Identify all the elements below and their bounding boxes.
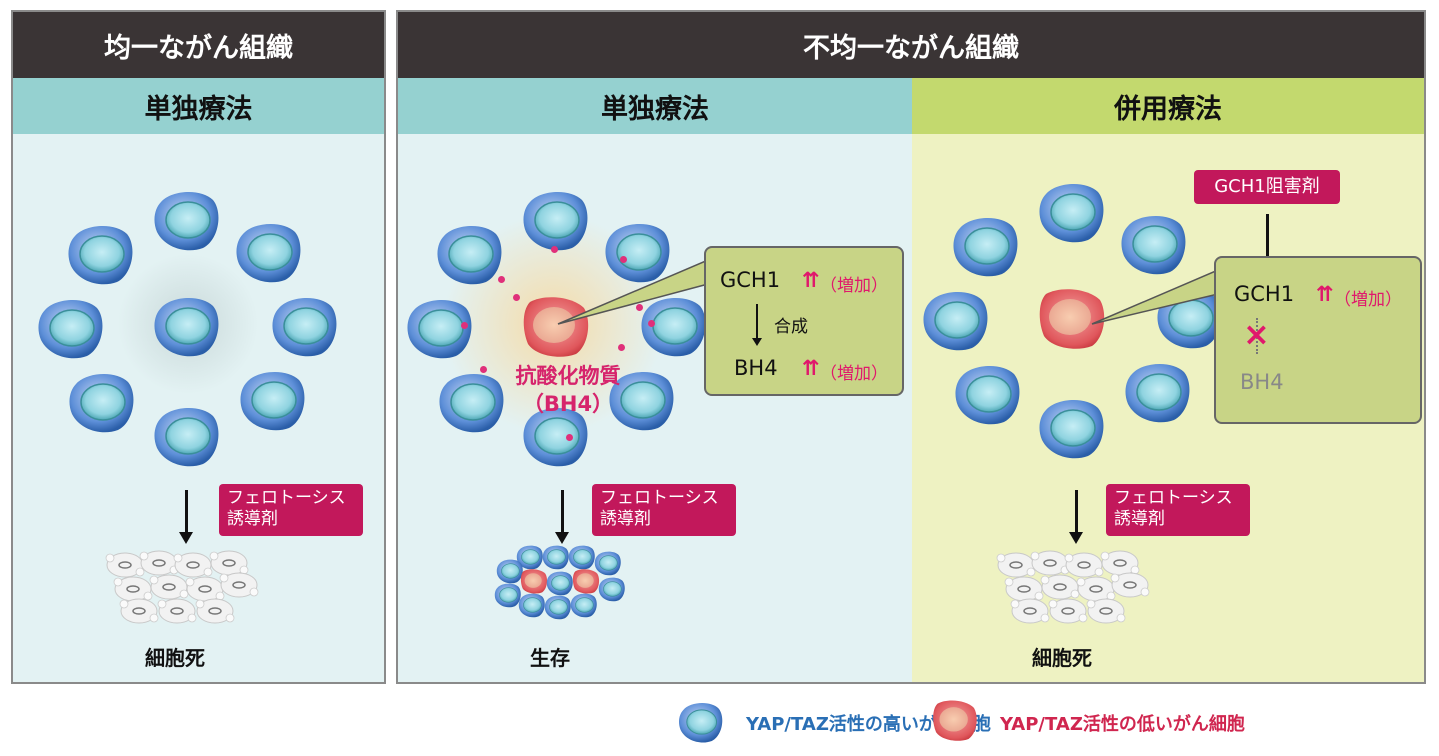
mono-therapy-body: 抗酸化物質 （BH4） GCH1 ⇈ （増加） 合成 BH4 ⇈ （増加） フェ…	[398, 134, 912, 682]
outcome-cell-death: 細胞死	[1032, 646, 1092, 670]
ferroptosis-inducer-label: フェロトーシス 誘導剤	[592, 484, 736, 536]
mono-therapy-header: 単独療法	[398, 78, 912, 134]
antioxidant-label-line1: 抗酸化物質	[515, 364, 621, 388]
blue-cell	[922, 291, 989, 352]
antioxidant-label-line2: （BH4）	[522, 392, 614, 416]
homogeneous-title: 均一ながん組織	[13, 12, 384, 78]
combo-therapy-body: GCH1阻害剤 GCH1 ⇈ （増加） × BH4 フェロトーシス 誘導剤 細胞…	[912, 134, 1424, 682]
increase-label: （増加）	[820, 276, 888, 296]
blue-cell	[952, 217, 1019, 278]
combo-therapy-header: 併用療法	[912, 78, 1424, 134]
blue-cell	[1124, 363, 1191, 424]
blue-cell	[271, 297, 338, 358]
gch1-inhibitor-label: GCH1阻害剤	[1194, 170, 1340, 204]
synthesis-label: 合成	[774, 317, 808, 337]
increase-label: （増加）	[1334, 290, 1402, 310]
dead-cells-cluster	[105, 550, 259, 624]
surviving-cells-cluster	[494, 545, 626, 620]
blue-cell	[67, 225, 134, 286]
combo-callout-box: GCH1 ⇈ （増加） × BH4	[1214, 256, 1422, 424]
legend-high-label: YAP/TAZ活性の高いがん細胞	[746, 714, 991, 735]
red-cell	[1039, 289, 1105, 349]
heterogeneous-title: 不均一ながん組織	[398, 12, 1424, 78]
blocked-symbol: ×	[1243, 315, 1270, 353]
blocked-synthesis-arrow	[1256, 318, 1258, 354]
legend-low-label: YAP/TAZ活性の低いがん細胞	[1000, 714, 1245, 735]
inhibition-line	[1266, 214, 1269, 258]
blue-cell	[1120, 215, 1187, 276]
blue-cell	[954, 365, 1021, 426]
blue-cell	[37, 299, 104, 360]
increase-label: （増加）	[820, 364, 888, 384]
outcome-cell-death: 細胞死	[145, 646, 205, 670]
synthesis-arrowhead	[752, 338, 762, 346]
mono-callout-box: GCH1 ⇈ （増加） 合成 BH4 ⇈ （増加）	[704, 246, 904, 396]
outcome-survival: 生存	[530, 646, 570, 670]
blue-cell	[239, 371, 306, 432]
blue-cell	[235, 223, 302, 284]
up-arrows-icon: ⇈	[1316, 282, 1334, 306]
heterogeneous-panel: 不均一ながん組織 単独療法 併用療法	[396, 10, 1426, 684]
blue-cell	[1038, 399, 1105, 460]
blue-cell	[68, 373, 135, 434]
homogeneous-cell-ring	[37, 191, 338, 468]
ferroptosis-inducer-label: フェロトーシス 誘導剤	[219, 484, 363, 536]
homogeneous-panel: 均一ながん組織 単独療法 フェロトーシス 誘導剤 細胞死	[11, 10, 386, 684]
up-arrows-icon: ⇈	[802, 268, 820, 292]
blue-cell	[438, 373, 505, 434]
gch1-label: GCH1	[720, 268, 781, 292]
blue-cell	[406, 299, 473, 360]
mono-cell-ring	[406, 191, 709, 468]
red-cell	[523, 297, 589, 357]
legend-low-icon	[933, 700, 977, 741]
homogeneous-body: フェロトーシス 誘導剤 細胞死	[13, 134, 384, 682]
ferroptosis-inducer-label: フェロトーシス 誘導剤	[1106, 484, 1250, 536]
up-arrows-icon: ⇈	[802, 356, 820, 380]
homogeneous-therapy-header: 単独療法	[13, 78, 384, 134]
synthesis-arrow	[756, 304, 758, 340]
gch1-label: GCH1	[1234, 282, 1295, 306]
blue-cell	[153, 191, 220, 252]
antioxidant-label: 抗酸化物質 （BH4）	[498, 362, 638, 418]
legend-high-icon	[678, 702, 723, 744]
down-arrow	[1069, 490, 1083, 544]
down-arrow	[179, 490, 193, 544]
bh4-label: BH4	[734, 356, 778, 380]
blue-cell	[1038, 183, 1105, 244]
dead-cells-cluster	[996, 550, 1150, 624]
bh4-label: BH4	[1240, 370, 1284, 394]
blue-cell	[153, 407, 220, 468]
down-arrow	[555, 490, 569, 544]
blue-cell	[436, 225, 503, 286]
